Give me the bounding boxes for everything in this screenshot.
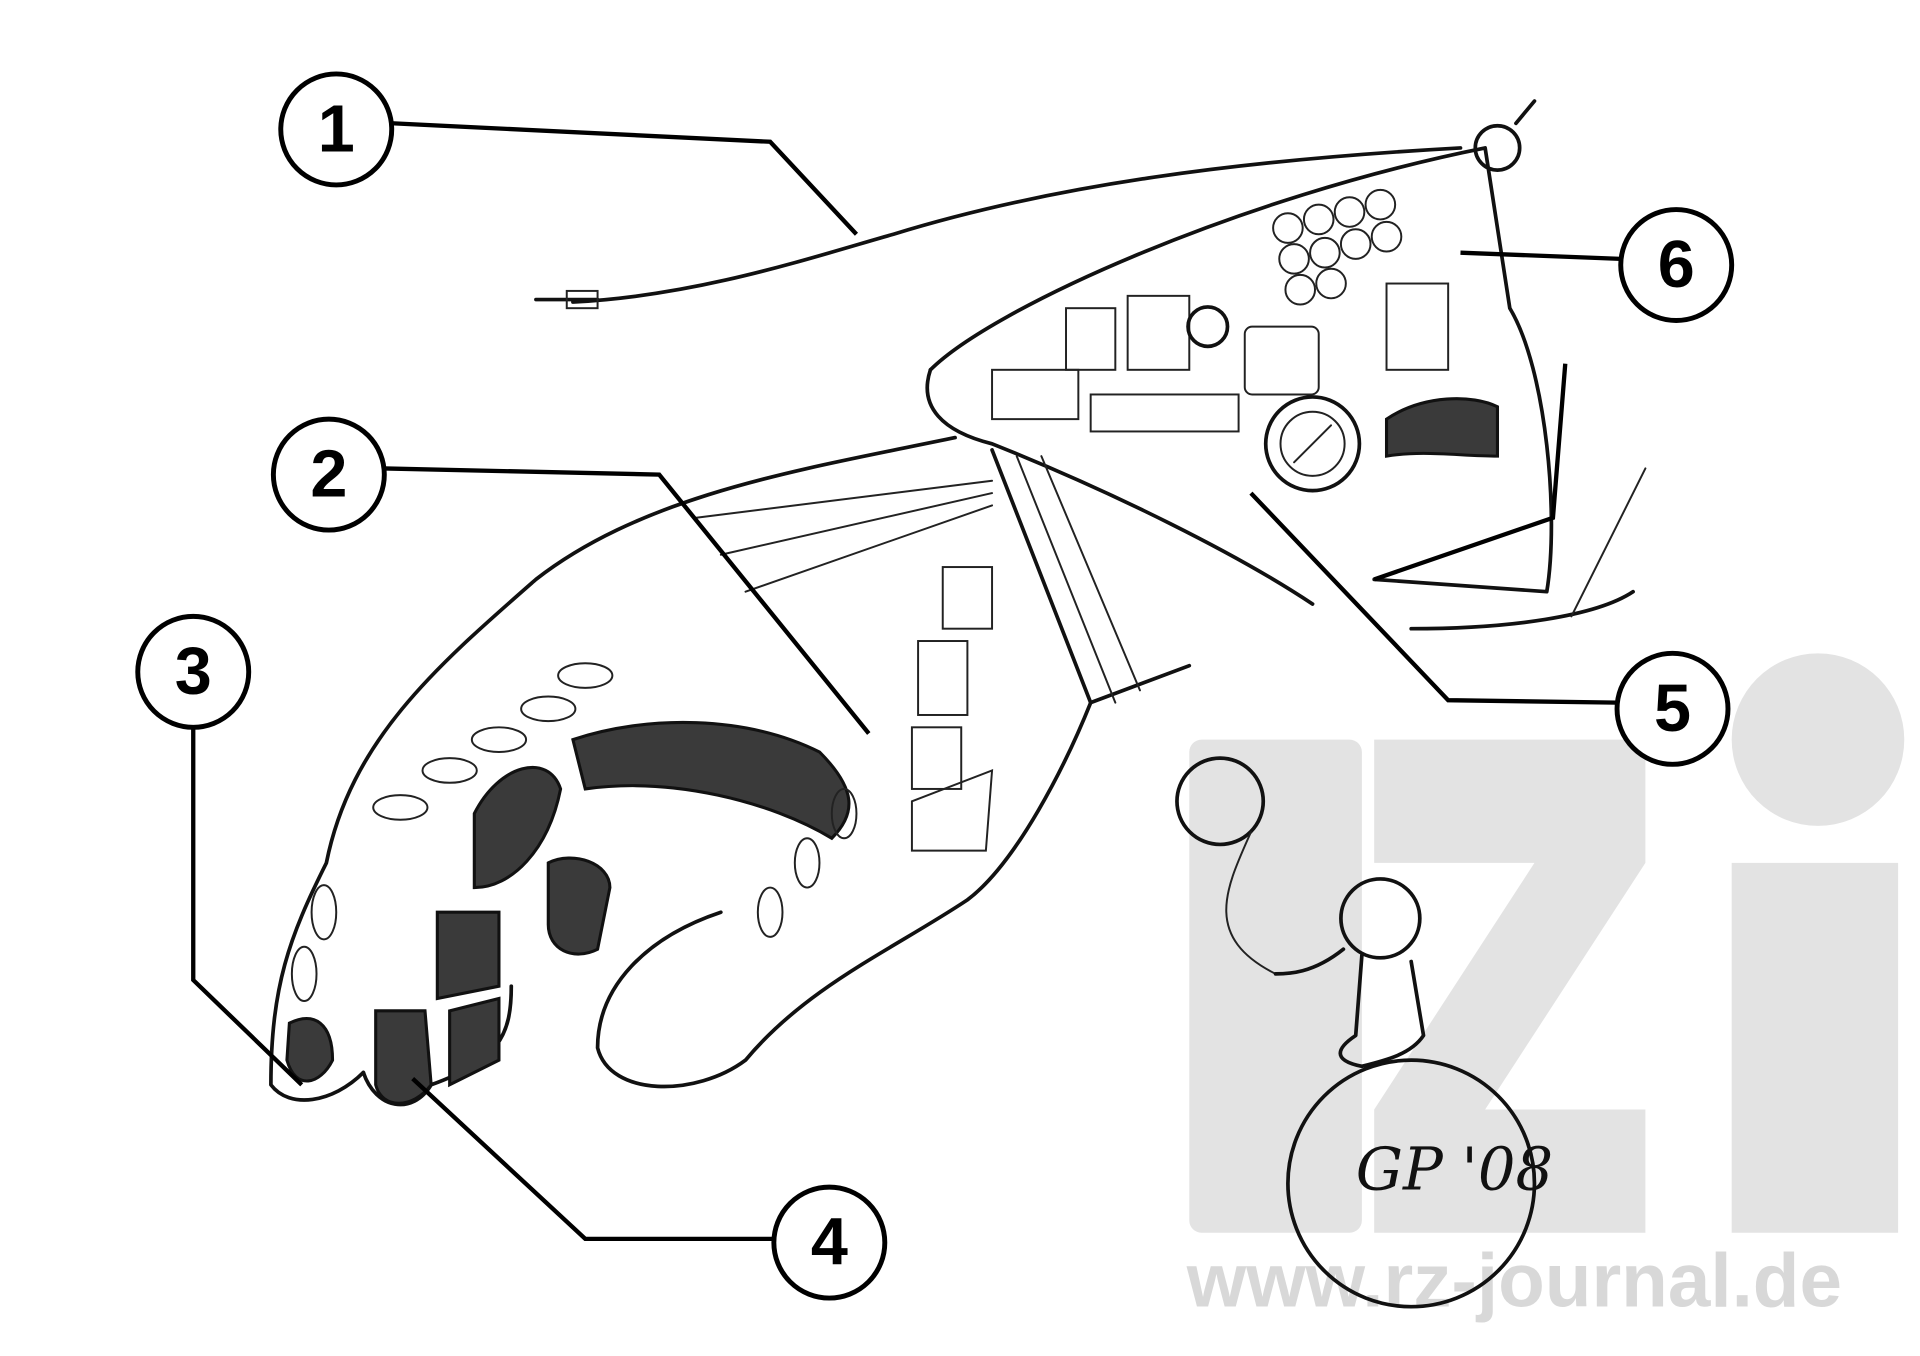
pressure-gauge (1263, 395, 1362, 493)
callout-1: 1 (278, 71, 395, 188)
mascot-illustration (1175, 756, 1537, 1309)
signature: GP '08 (1356, 1135, 1553, 1204)
leader-line-3 (191, 727, 304, 1087)
fingertip-grip (285, 1017, 335, 1083)
svg-text:2: 2 (310, 438, 347, 512)
hand-illustration (269, 99, 1647, 1107)
finger-joints (290, 662, 858, 1002)
leader-line-4 (411, 1077, 774, 1242)
svg-text:1: 1 (318, 92, 355, 166)
callout-5: 5 (1614, 650, 1731, 767)
svg-text:5: 5 (1654, 672, 1691, 746)
leader-line-6b (1373, 363, 1568, 582)
callout-3: 3 (135, 613, 252, 730)
battery-cells (1272, 188, 1403, 306)
svg-text:3: 3 (175, 635, 212, 709)
leader-line-6 (1460, 250, 1621, 262)
callout-6: 6 (1618, 207, 1735, 323)
control-chips (910, 566, 994, 852)
svg-text:4: 4 (811, 1206, 848, 1280)
watermark-logo (1189, 653, 1905, 1233)
leader-line-5 (1249, 491, 1618, 705)
callout-4: 4 (771, 1184, 888, 1301)
leader-line-2 (384, 466, 871, 735)
artificial-muscle (571, 720, 851, 841)
leader-line-1 (391, 121, 859, 236)
callout-2: 2 (270, 416, 387, 533)
cable (571, 146, 1463, 304)
svg-text:6: 6 (1658, 228, 1695, 302)
electronics-components (991, 282, 1500, 458)
